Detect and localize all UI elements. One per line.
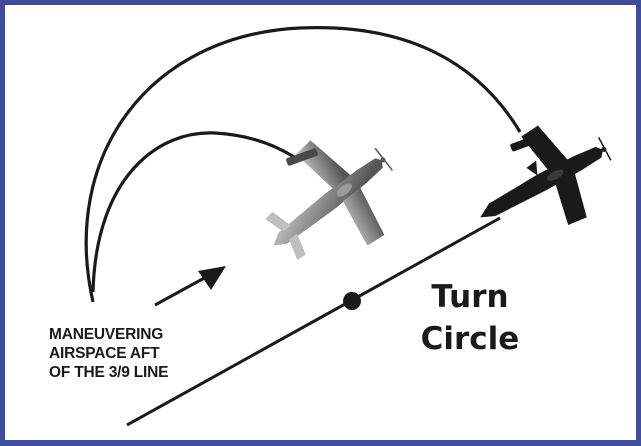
inner-turn-arc	[91, 131, 295, 293]
maneuvering-airspace-label: MANEUVERING AIRSPACE AFT OF THE 3/9 LINE	[49, 325, 169, 382]
target-tailplane-icon	[510, 132, 546, 152]
target-airplane-icon	[480, 125, 612, 225]
attacker-tailplane-icon	[286, 148, 318, 166]
direction-arrow-icon	[154, 266, 226, 307]
outer-turn-arc	[84, 26, 522, 303]
caption-line-1: MANEUVERING	[49, 326, 164, 343]
attacker-airplane-icon	[265, 140, 393, 260]
turn-circle-title: Turn Circle	[390, 276, 550, 360]
caption-line-3: OF THE 3/9 LINE	[49, 364, 169, 381]
caption-line-2: AIRSPACE AFT	[49, 345, 160, 362]
title-line-2: Circle	[420, 321, 520, 357]
turn-center-dot	[343, 292, 361, 310]
three-nine-line	[126, 216, 501, 427]
title-line-1: Turn	[431, 279, 509, 315]
